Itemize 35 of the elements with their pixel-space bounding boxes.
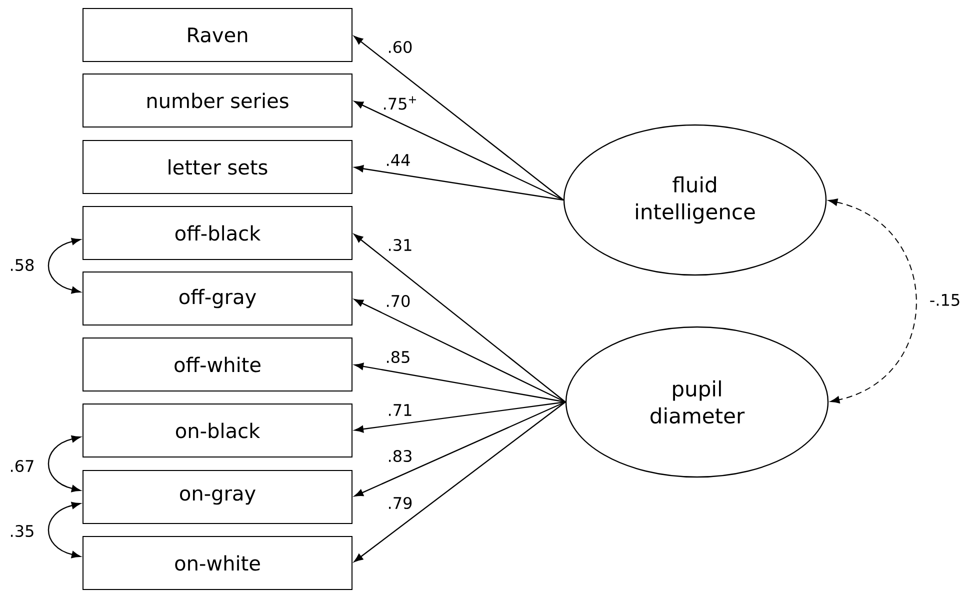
- indicator-box: off-white: [82, 338, 352, 392]
- edge-label: .83: [389, 450, 412, 462]
- arrow: [354, 402, 566, 562]
- covariance-arrow: [48, 502, 81, 558]
- arrow: [354, 362, 566, 403]
- arrow: [354, 299, 566, 403]
- edge-label: .58: [10, 258, 34, 272]
- covariance-arrow: [48, 238, 81, 294]
- arrow: [354, 36, 564, 200]
- indicator-box: on-gray: [82, 470, 352, 524]
- indicator-box: number series: [82, 74, 352, 128]
- edge-label: .35: [10, 524, 34, 538]
- indicator-box: Raven: [82, 8, 352, 62]
- indicator-box: on-white: [82, 536, 352, 590]
- edge-label: .60: [389, 40, 412, 54]
- edge-label: .44: [387, 154, 410, 166]
- covariance-arrow: [828, 198, 917, 404]
- indicator-box: letter sets: [82, 140, 352, 194]
- indicator-box: on-black: [82, 404, 352, 458]
- edge-label: .75$^{+}$: [384, 96, 416, 110]
- edge-label: .85: [387, 350, 410, 364]
- edge-label: -.15: [930, 294, 960, 306]
- edge-label: .79: [389, 496, 412, 510]
- indicator-box: off-black: [82, 206, 352, 260]
- arrow: [354, 401, 566, 497]
- edge-label: .70: [387, 294, 410, 308]
- arrow: [354, 234, 566, 402]
- covariance-arrow: [48, 435, 81, 492]
- indicator-box: off-gray: [82, 272, 352, 326]
- edge-label: .31: [389, 238, 412, 252]
- arrow: [354, 165, 564, 201]
- arrow: [354, 101, 564, 201]
- edge-label: .67: [10, 460, 34, 472]
- arrow: [354, 401, 566, 433]
- edge-label: .71: [389, 404, 412, 416]
